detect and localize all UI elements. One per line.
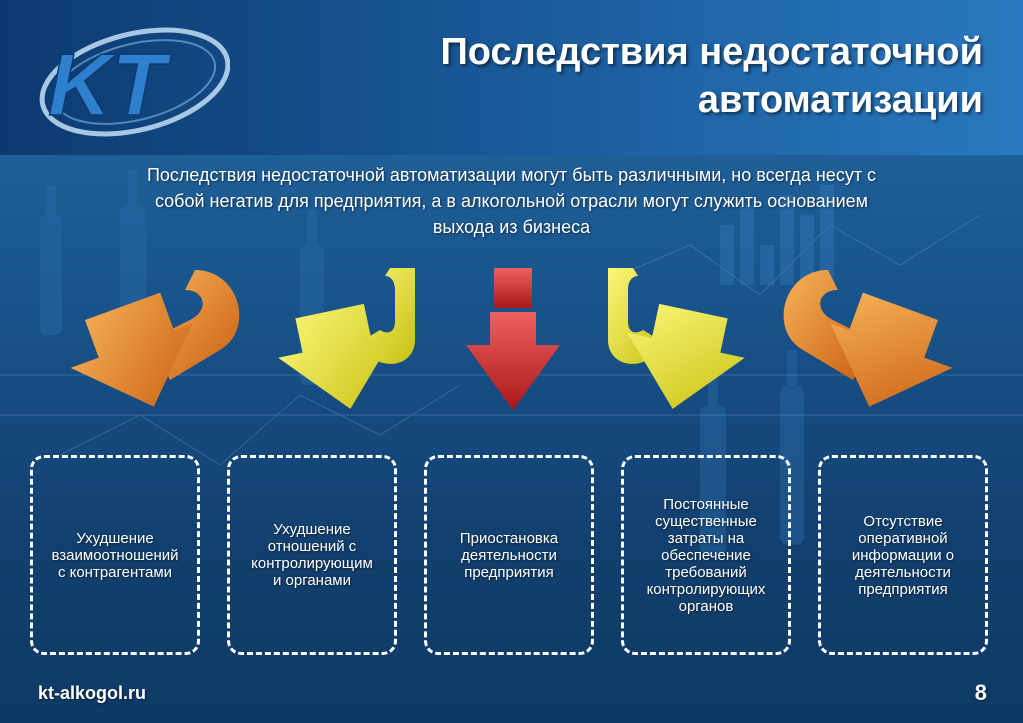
title-line-2: автоматизации bbox=[697, 79, 983, 121]
box-2-line: отношений с bbox=[267, 538, 357, 555]
box-5-line: Отсутствие bbox=[863, 512, 943, 530]
consequence-text-5: Отсутствие оперативной информации о деят… bbox=[852, 513, 954, 598]
box-4-line: затраты на bbox=[667, 529, 745, 547]
consequence-box-1: Ухудшение взаимоотношений с контрагентам… bbox=[30, 455, 200, 655]
arrow-5-orange bbox=[783, 270, 953, 407]
arrow-1-orange bbox=[70, 270, 240, 407]
kt-logo-icon: KT bbox=[39, 27, 230, 137]
box-1-line: Ухудшение bbox=[76, 529, 154, 547]
title-line-1: Последствия недостаточной bbox=[440, 31, 983, 73]
box-4-line: требований bbox=[665, 563, 747, 581]
box-2-line: и органами bbox=[272, 572, 352, 589]
intro-line-1: Последствия недостаточной автоматизации … bbox=[146, 165, 877, 185]
box-4-line: Постоянные bbox=[663, 495, 749, 513]
intro-line-2: собой негатив для предприятия, а в алког… bbox=[154, 191, 869, 211]
footer-site-link[interactable]: kt-alkogol.ru bbox=[38, 683, 147, 703]
box-3-line: Приостановка bbox=[459, 529, 559, 547]
arrow-2-yellow bbox=[278, 268, 415, 409]
intro-line-3: выхода из бизнеса bbox=[432, 217, 591, 237]
box-4-line: существенные bbox=[655, 512, 757, 530]
intro-text: Последствия недостаточной автоматизации … bbox=[55, 162, 968, 240]
consequence-box-2: Ухудшение отношений с контролирующим и о… bbox=[227, 455, 397, 655]
consequence-text-3: Приостановка деятельности предприятия bbox=[460, 530, 558, 581]
box-3-line: предприятия bbox=[464, 563, 554, 581]
box-5-line: оперативной bbox=[858, 529, 948, 547]
box-2-line: Ухудшение bbox=[273, 521, 351, 538]
box-4-line: контролирующих bbox=[646, 580, 766, 598]
logo-text: KT bbox=[48, 35, 172, 134]
page-title: Последствия недостаточной автоматизации bbox=[343, 28, 983, 124]
consequence-text-4: Постоянные существенные затраты на обесп… bbox=[647, 496, 766, 615]
box-4-line: органов bbox=[678, 597, 734, 615]
box-5-line: деятельности bbox=[855, 563, 951, 581]
arrow-4-yellow bbox=[608, 268, 745, 409]
box-4-line: обеспечение bbox=[661, 546, 751, 564]
consequence-text-1: Ухудшение взаимоотношений с контрагентам… bbox=[52, 530, 179, 581]
box-5-line: предприятия bbox=[858, 580, 948, 598]
box-2-line: контролирующим bbox=[251, 555, 373, 572]
consequence-box-4: Постоянные существенные затраты на обесп… bbox=[621, 455, 791, 655]
box-1-line: с контрагентами bbox=[57, 563, 173, 581]
box-5-line: информации о bbox=[851, 546, 955, 564]
consequence-text-2: Ухудшение отношений с контролирующим и о… bbox=[251, 521, 373, 589]
content-background bbox=[0, 155, 1023, 723]
box-1-line: взаимоотношений bbox=[51, 546, 179, 564]
box-3-line: деятельности bbox=[461, 546, 557, 564]
consequence-box-5: Отсутствие оперативной информации о деят… bbox=[818, 455, 988, 655]
arrow-3-red bbox=[466, 268, 560, 410]
page-number: 8 bbox=[974, 680, 987, 705]
header-background bbox=[0, 0, 1023, 155]
consequence-box-3: Приостановка деятельности предприятия bbox=[424, 455, 594, 655]
